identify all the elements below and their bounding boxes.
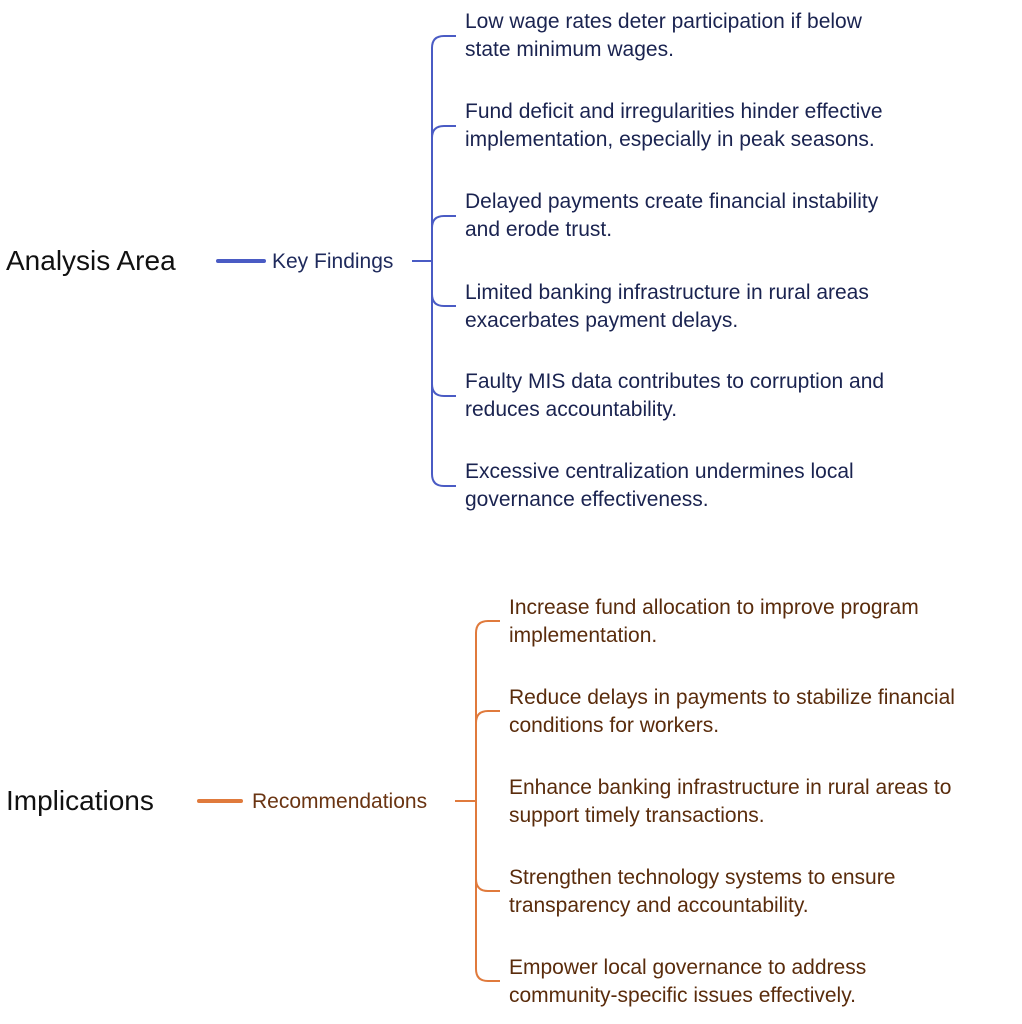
node-key-findings: Key Findings — [272, 250, 394, 273]
finding-item: Excessive centralization undermines loca… — [465, 460, 854, 511]
key-findings-bracket — [431, 35, 456, 261]
node-recommendations: Recommendations — [252, 790, 428, 813]
key-findings-bracket-bottom — [431, 261, 456, 487]
key-findings-tick-2 — [431, 125, 456, 139]
key-findings-tick-5 — [431, 383, 456, 397]
finding-item: Delayed payments create financial instab… — [465, 190, 879, 241]
recommendations-bracket-bottom — [475, 801, 500, 982]
recommendation-item: Reduce delays in payments to stabilize f… — [509, 686, 955, 737]
finding-item: Fund deficit and irregularities hinder e… — [465, 100, 883, 151]
finding-item: Limited banking infrastructure in rural … — [465, 281, 869, 332]
recommendation-item: Enhance banking infrastructure in rural … — [509, 776, 952, 827]
root-node-analysis-area: Analysis Area — [6, 245, 176, 276]
recommendation-item: Increase fund allocation to improve prog… — [509, 596, 919, 647]
recommendations-bracket — [475, 620, 500, 801]
recommendations-tick-2 — [475, 710, 500, 724]
root-node-implications: Implications — [6, 785, 154, 816]
finding-item: Low wage rates deter participation if be… — [465, 10, 862, 61]
recommendations-tick-4 — [475, 878, 500, 892]
finding-item: Faulty MIS data contributes to corruptio… — [465, 370, 885, 421]
key-findings-tick-4 — [431, 293, 456, 307]
key-findings-tick-3 — [431, 215, 456, 229]
